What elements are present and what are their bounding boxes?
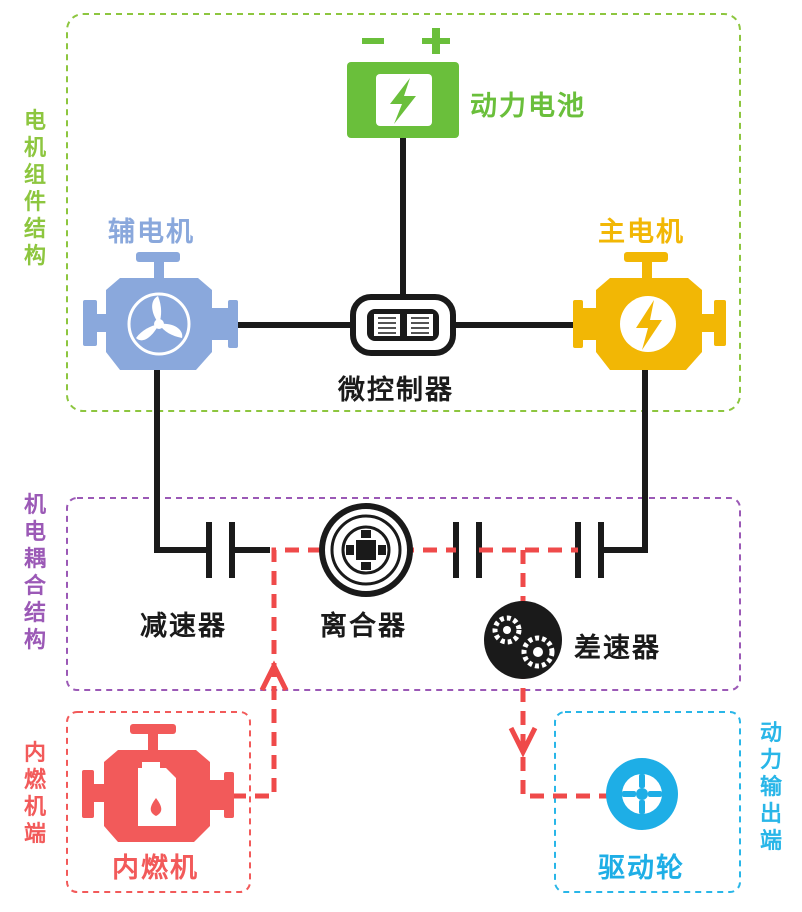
engine-label: 内燃机 bbox=[112, 853, 199, 884]
motor-assembly-box bbox=[66, 13, 741, 412]
coupling-box bbox=[66, 497, 741, 691]
power-output-label: 动力输出端 bbox=[759, 721, 782, 854]
electric-wiring bbox=[154, 135, 648, 553]
aux-motor-label: 辅电机 bbox=[108, 217, 195, 248]
reducer-symbol bbox=[206, 522, 270, 578]
differential-icon bbox=[484, 601, 562, 679]
output-box bbox=[554, 711, 741, 893]
battery-negative-terminal: − bbox=[373, 57, 374, 59]
engine-icon bbox=[82, 724, 234, 842]
flow-arrow-down bbox=[508, 726, 538, 758]
main-motor-icon bbox=[573, 252, 726, 370]
wheel-icon bbox=[606, 758, 678, 830]
clutch-label: 离合器 bbox=[320, 611, 407, 642]
differential-label: 差速器 bbox=[574, 633, 661, 664]
controller-icon bbox=[350, 294, 456, 356]
aux-motor-icon bbox=[83, 252, 238, 370]
coupling-label: 机电耦合结构 bbox=[23, 493, 46, 653]
ice-box bbox=[66, 711, 251, 893]
battery-label: 动力电池 bbox=[470, 91, 586, 122]
flow-arrow-up bbox=[259, 660, 289, 692]
controller-label: 微控制器 bbox=[338, 375, 454, 406]
battery-icon bbox=[347, 28, 459, 138]
motor-assembly-label: 电机组件结构 bbox=[23, 109, 46, 269]
battery-positive-terminal: + bbox=[436, 56, 437, 59]
reducer-label: 减速器 bbox=[140, 611, 227, 642]
wheel-label: 驱动轮 bbox=[598, 853, 685, 884]
power-flow-path bbox=[232, 547, 610, 799]
clutch-icon bbox=[319, 503, 413, 597]
main-motor-label: 主电机 bbox=[598, 217, 685, 248]
ice-side-label: 内燃机端 bbox=[23, 741, 46, 847]
